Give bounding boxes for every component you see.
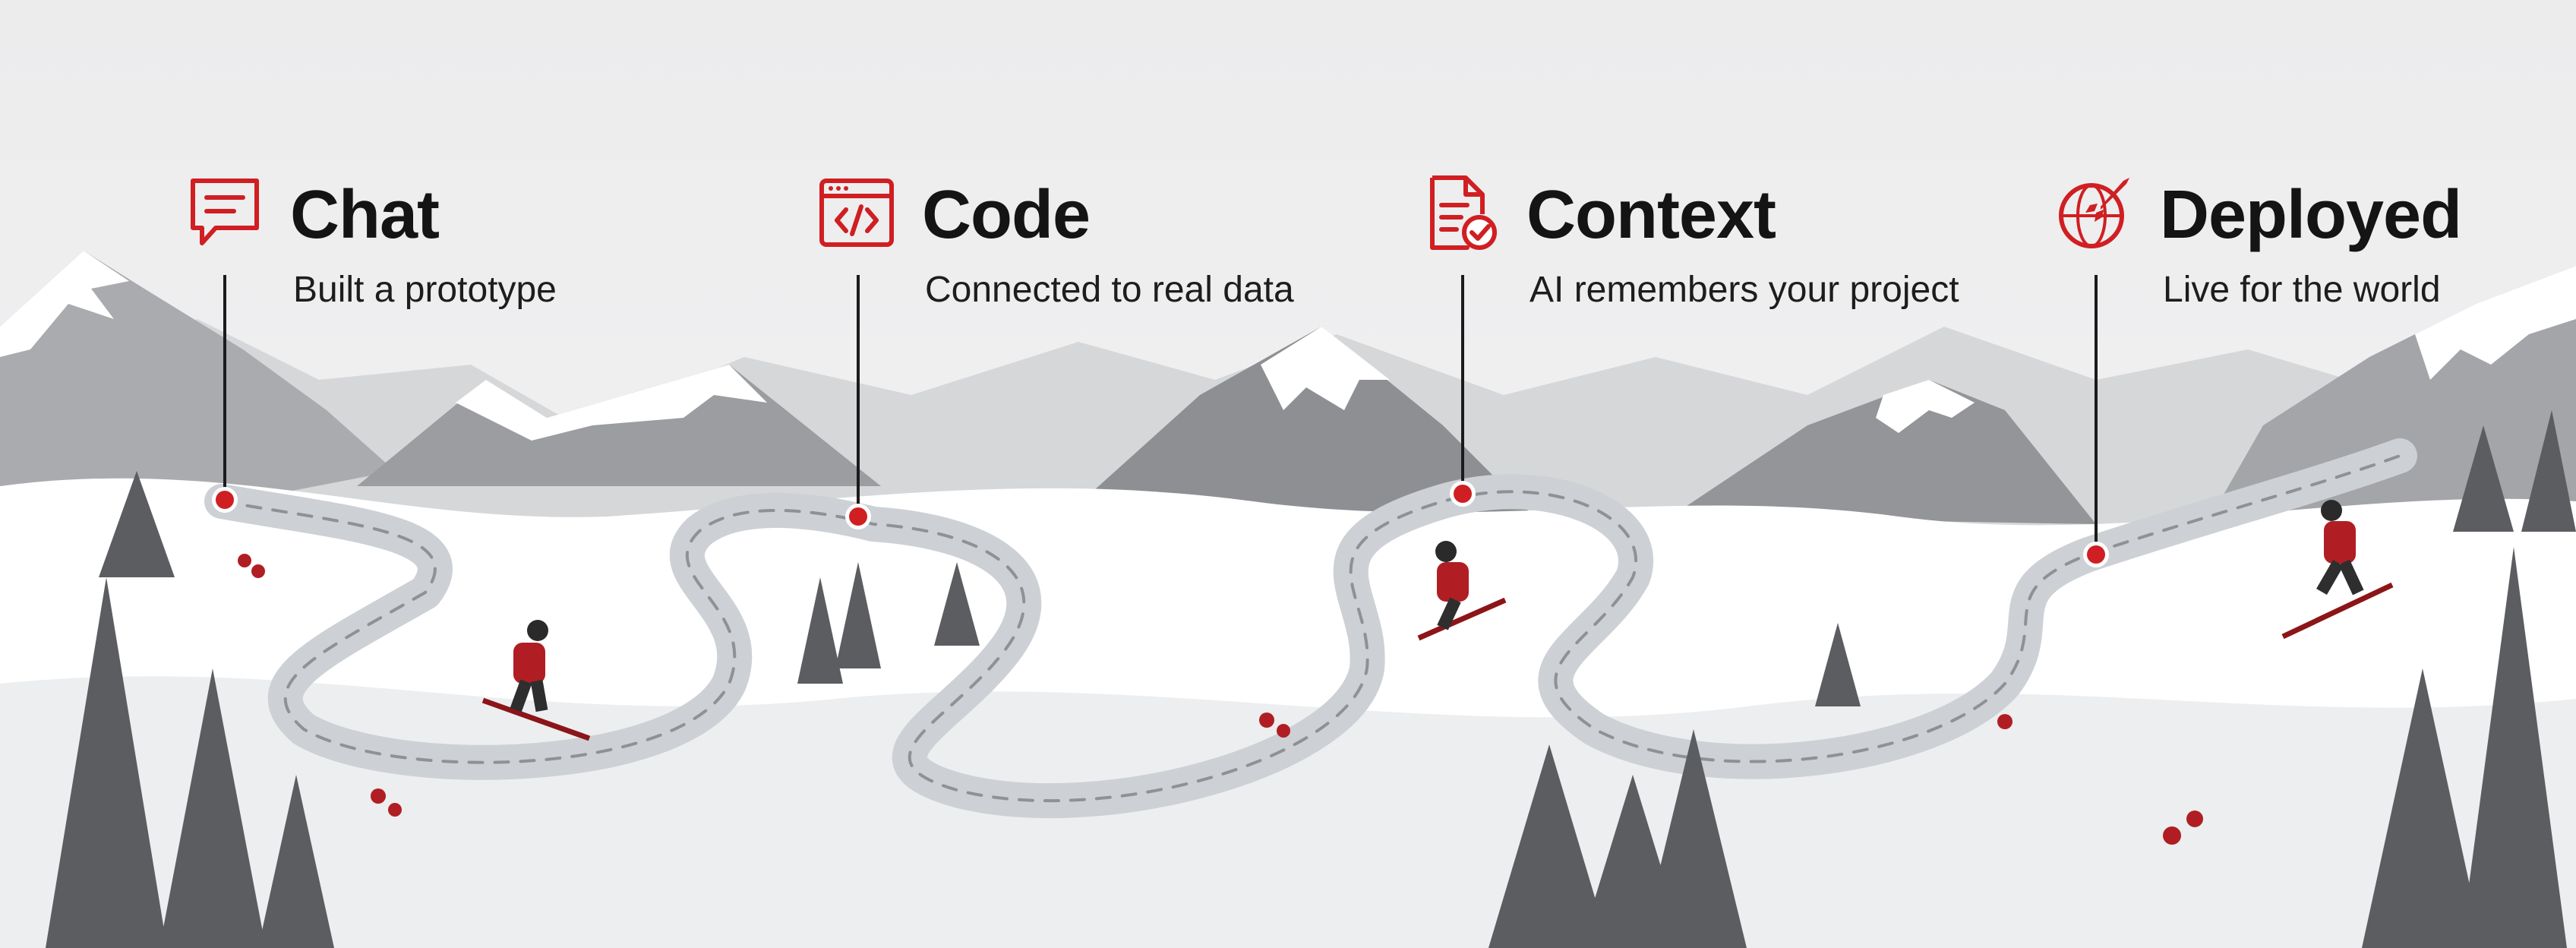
trail-marker-chat [216,491,234,509]
pine-tree [2521,410,2576,532]
skier-2 [1417,541,1507,641]
stage-caption: AI remembers your project [1530,270,1959,310]
rocket-globe-icon [2059,178,2129,248]
pine-tree [934,562,980,646]
stage-connector-chat [223,275,226,500]
document-check-icon [1430,175,1497,250]
pine-tree [159,668,266,948]
pine-tree [2453,425,2514,532]
stage-title: Chat [290,177,440,253]
trail-marker-code [849,507,867,526]
stage-connector-context [1461,275,1464,494]
stage-caption: Built a prototype [293,270,557,310]
mountain-2-snow [456,365,767,441]
pine-tree [1488,744,1610,948]
stage-title: Deployed [2160,177,2462,253]
red-flower [1997,714,2012,729]
red-flower [2163,826,2181,845]
ski-trail-center-line [220,454,2401,803]
code-window-icon [819,179,894,247]
mountain-4-snow [1876,380,1975,433]
mountain-3 [1048,327,1534,532]
pine-tree [797,577,843,684]
snow-shadow [0,676,2576,948]
pine-tree [1640,729,1747,948]
pine-tree [1815,623,1861,706]
stage-caption: Connected to real data [925,270,1294,310]
stage-title: Code [922,177,1091,253]
stage-title: Context [1526,177,1776,253]
mountain-right-snow [2415,266,2576,380]
mountain-4 [1671,380,2096,524]
pine-tree [835,562,881,668]
red-flower [371,788,386,804]
stage-connector-code [857,275,860,517]
pine-tree [258,775,334,948]
red-flower [238,554,251,567]
skier-3 [2281,500,2394,640]
stage-connector-deployed [2095,275,2098,555]
mountain-left [0,251,395,547]
skier-1 [481,620,591,741]
pine-tree [2461,547,2567,948]
mountain-left-snow [0,251,129,357]
stage-caption: Live for the world [2163,270,2441,310]
mountain-3-snow [1261,327,1390,410]
red-flower [1259,713,1274,728]
pine-tree [99,471,175,577]
pine-tree [46,577,167,948]
trail-marker-deployed [2087,545,2105,564]
pine-tree [2362,668,2483,948]
trail-marker-context [1454,485,1472,503]
chat-bubble-icon [191,179,259,245]
